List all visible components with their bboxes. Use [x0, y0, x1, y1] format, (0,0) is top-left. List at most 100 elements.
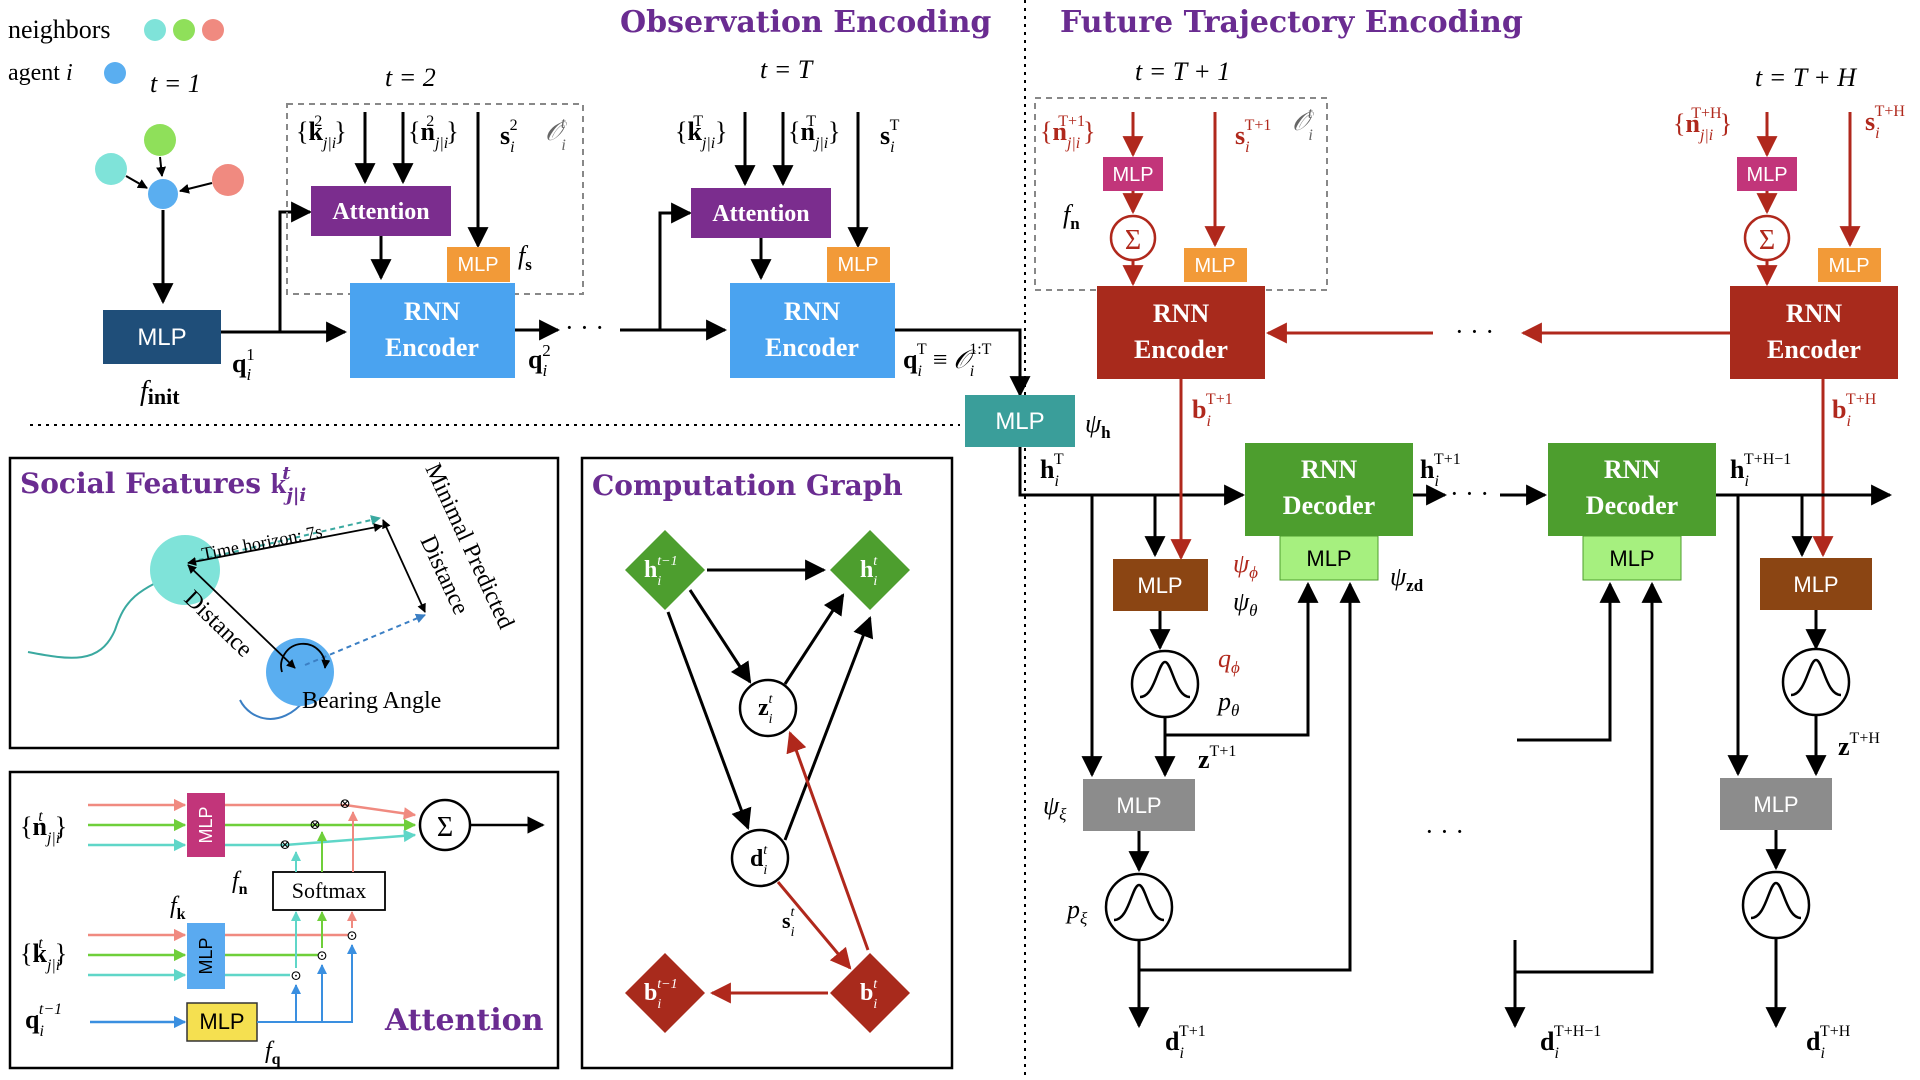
rnn-encoder-tTH-line1: RNN: [1786, 299, 1843, 328]
agent-node: [148, 179, 178, 209]
rnn-decoder-2-line1: RNN: [1604, 455, 1661, 484]
s-input-tT: siT: [880, 117, 900, 156]
attn-fk-label: fk: [170, 893, 186, 923]
attn-mlp-fq-block: [186, 1002, 258, 1042]
time-label-t1: t = 1: [150, 69, 201, 98]
bT1-label: biT+1: [1192, 391, 1233, 430]
rnn-decoder-1-line2: Decoder: [1283, 491, 1375, 520]
node-h-prev-label: hit−1: [644, 554, 678, 589]
attention-block-t2: [311, 186, 451, 236]
n-input-tT1: {nj|iT+1}: [1040, 113, 1096, 152]
mlp-psi-zd-label-2: MLP: [1609, 546, 1654, 571]
n-input-t2: {nj|i2}: [408, 113, 459, 152]
psi-xi-label: ψξ: [1043, 791, 1067, 824]
rnn-decoder-2-line2: Decoder: [1586, 491, 1678, 520]
p-xi-label: pξ: [1065, 895, 1088, 928]
hT1-label: hiT+1: [1420, 451, 1461, 490]
dT1-label: diT+1: [1165, 1023, 1206, 1062]
q-phi-label: qϕ: [1218, 644, 1240, 677]
node-b-prev-label: bit−1: [644, 977, 678, 1012]
dot-op-2: ⊙: [316, 949, 328, 964]
sum-symbol-tT1: Σ: [1125, 225, 1141, 256]
mlp-psi-phi-label: MLP: [1137, 573, 1182, 598]
mlp-psi-xi-label-1: MLP: [1116, 793, 1161, 818]
mlp-fs-label-t2: MLP: [457, 254, 498, 276]
time-label-t2: t = 2: [385, 63, 436, 92]
time-label-tT: t = T: [760, 55, 814, 84]
rnn-encoder-block-tTH: [1730, 286, 1898, 379]
rnn-decoder-1-line1: RNN: [1301, 455, 1358, 484]
hTH1-label: hiT+H−1: [1730, 451, 1791, 490]
attn-mlp-fk-label: MLP: [196, 937, 216, 974]
mlp-init-label: MLP: [137, 324, 186, 351]
rnn-encoder-tT1-line2: Encoder: [1134, 335, 1228, 364]
ellipsis-future-enc: · · ·: [1455, 317, 1494, 346]
node-b: [830, 953, 910, 1033]
legend-agent-dot: [104, 62, 126, 84]
attn-fn-label: fn: [232, 868, 248, 898]
k-input-t2: {kj|i2}: [296, 113, 347, 152]
neighbor-node-green: [144, 124, 176, 156]
obs-set-label-t2: 𝒪it: [545, 115, 568, 154]
social-features-title: Social Features kj|it: [20, 463, 306, 506]
attn-mlp-fn-label: MLP: [196, 806, 216, 843]
dTH-label: diT+H: [1806, 1023, 1851, 1062]
mult-op-3: ⊗: [279, 838, 291, 853]
edge-s-label: sit: [782, 905, 795, 940]
attention-panel-title: Attention: [384, 1003, 544, 1038]
mlp-fs-label-tT1: MLP: [1194, 255, 1235, 277]
rnn-encoder-tT1-line1: RNN: [1153, 299, 1210, 328]
attn-fq-label: fq: [265, 1038, 281, 1068]
attn-sum-symbol: Σ: [437, 812, 453, 843]
rnn-encoder-tTH-line2: Encoder: [1767, 335, 1861, 364]
rnn-encoder-tT-line2: Encoder: [765, 333, 859, 362]
dTH1-label: diT+H−1: [1540, 1023, 1601, 1062]
psi-phi-label: ψϕ: [1233, 549, 1258, 582]
mlp-psi-phi-label-tTH: MLP: [1793, 572, 1838, 597]
ellipsis-obs: · · ·: [565, 313, 604, 342]
mlp-psi-zd-label-1: MLP: [1306, 546, 1351, 571]
mlp-fs-block-tT1: [1184, 248, 1247, 282]
attn-n-input: {nj|it}: [20, 808, 67, 847]
mlp-psi-xi-label-2: MLP: [1753, 792, 1798, 817]
fn-label-future: fn: [1063, 200, 1080, 233]
mlp-psi-phi-block-tTH: [1760, 558, 1872, 610]
bearing-angle-label: Bearing Angle: [302, 688, 441, 714]
mlp-fn-block-tTH: [1737, 157, 1797, 191]
p-theta-label: pθ: [1216, 687, 1239, 720]
fs-label: fs: [518, 241, 532, 274]
neighbor-node-salmon: [212, 164, 244, 196]
psi-zd-label: ψzd: [1390, 562, 1424, 595]
attention-block-tT: [691, 188, 831, 238]
rnn-encoder-block-t2: [350, 283, 515, 378]
legend-agent-label: agent i: [8, 60, 73, 86]
time-label-tTH: t = T + H: [1755, 63, 1857, 92]
dot-op-1: ⊙: [346, 929, 358, 944]
softmax-block: [272, 871, 386, 911]
mlp-psi-xi-block-1: [1083, 779, 1195, 831]
s-input-tTH: siT+H: [1865, 103, 1905, 142]
rnn-encoder-t2-line2: Encoder: [385, 333, 479, 362]
node-b-label: bit: [860, 977, 878, 1012]
n-input-tTH: {nj|iT+H}: [1673, 105, 1732, 144]
s-input-tT1: siT+1: [1235, 117, 1271, 156]
rnn-encoder-block-tT1: [1097, 286, 1265, 379]
psi-h-label: ψh: [1085, 409, 1111, 442]
mlp-fn-label-tTH: MLP: [1746, 164, 1787, 186]
legend-neighbor-cyan-dot: [144, 19, 166, 41]
legend-neighbors-label: neighbors: [8, 15, 111, 44]
mlp-psi-h-block: [965, 395, 1075, 447]
obs-group-t2: [286, 103, 584, 295]
psi-theta-label: ψθ: [1233, 587, 1258, 620]
s-input-t2: si2: [500, 117, 518, 156]
node-b-prev: [625, 953, 705, 1033]
mlp-fs-label-tT: MLP: [837, 254, 878, 276]
social-features-panel: [8, 456, 560, 750]
mlp-psi-phi-block: [1113, 559, 1208, 611]
ellipsis-decoder: · · ·: [1450, 479, 1489, 508]
computation-graph-panel: [580, 456, 954, 1070]
mlp-psi-xi-block-2: [1720, 778, 1832, 830]
neighbor-node-cyan: [95, 153, 127, 185]
initial-agent-graph: [95, 124, 244, 305]
